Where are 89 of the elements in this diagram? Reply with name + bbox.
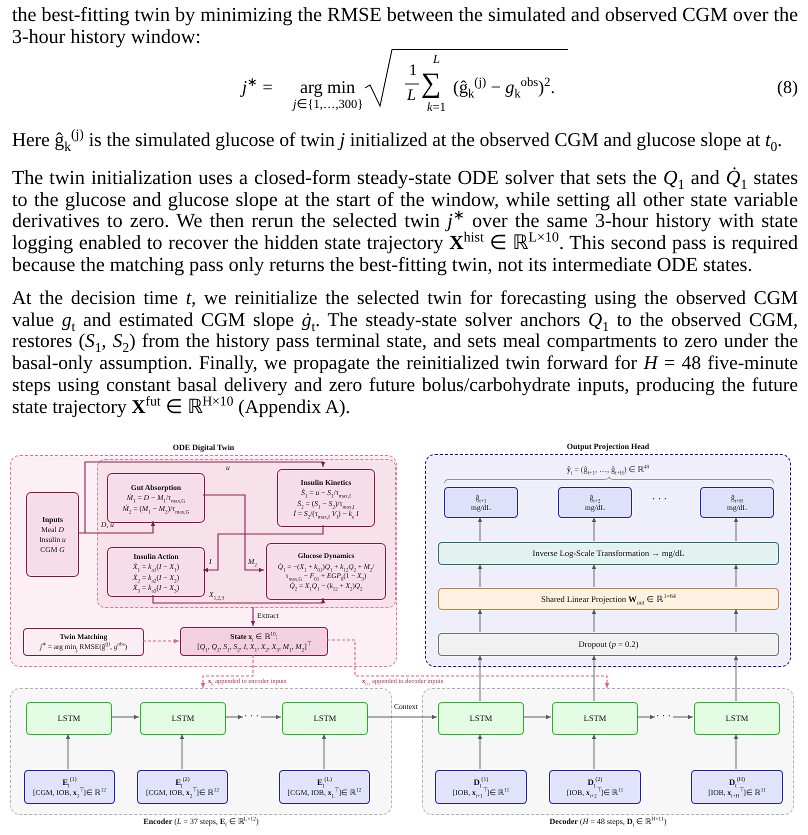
dashed-arrow bbox=[327, 639, 610, 688]
arrow bbox=[478, 516, 482, 542]
arrow bbox=[260, 714, 282, 720]
output-box bbox=[444, 487, 518, 518]
lstm-box bbox=[26, 702, 112, 735]
ellipsis: · · · bbox=[656, 712, 671, 722]
projection-bar bbox=[438, 588, 779, 610]
model-box bbox=[277, 469, 375, 527]
group-title: Decoder (H = 48 steps, D$_{t}$ ∈ ℝ$^{H×11}$) bbox=[550, 818, 666, 826]
arrow bbox=[478, 734, 482, 770]
arrow bbox=[478, 654, 482, 702]
paragraph: At the decision time t, we reinitialize the selected twin for forecasting using the observed CGM value g$_{t}$ and estimated CGM slope ġ$_{t}$. The steady-state solver anchors Q$_{1}$ to the observed CGM, restores (S$_{1}$, S$_{2}$) from the history pass terminal state, and sets meal compartments to zero under the basal-only assumption. Finally, we propagate the reinitialized twin forward for H = 48 five-minute steps using constant basal delivery and zero future bolus/carbohydrate inputs, producing the future state trajectory X$^{fut}$ ∈ ℝ$^{H×10}$ (Appendix A). bbox=[12, 288, 798, 418]
arrow bbox=[203, 525, 324, 572]
lstm-box bbox=[694, 702, 780, 735]
arrow bbox=[592, 734, 596, 770]
arrow bbox=[734, 654, 738, 702]
fraction-numerator: 1 bbox=[409, 63, 417, 79]
dropout-bar bbox=[438, 633, 779, 656]
box-label: LSTM bbox=[470, 713, 492, 724]
arrow bbox=[366, 714, 438, 720]
input-vector-box bbox=[549, 770, 641, 804]
arrow bbox=[734, 608, 738, 632]
output-box bbox=[558, 487, 632, 518]
matching-box bbox=[23, 628, 144, 656]
bar-label: Dropout (p = 0.2) bbox=[578, 639, 639, 650]
arrow bbox=[734, 516, 738, 542]
arrow bbox=[322, 734, 326, 770]
arrow bbox=[522, 714, 552, 720]
dashed-subgroup-frame bbox=[97, 459, 396, 608]
ellipsis: · · · bbox=[244, 712, 259, 722]
box-label: LSTM bbox=[584, 713, 606, 724]
input-vector-box bbox=[435, 770, 527, 804]
bar-label: Inverse Log-Scale Transformation → mg/dL bbox=[532, 548, 685, 559]
operator-name: arg min bbox=[300, 78, 356, 96]
lstm-box bbox=[552, 702, 638, 735]
group-title: ODE Digital Twin bbox=[172, 444, 234, 452]
model-box bbox=[107, 547, 205, 597]
paragraph: the best-fitting twin by minimizing the RMSE between the simulated and observed CGM over the 3-hour history window: bbox=[12, 5, 798, 48]
sum-lower-limit: k=1 bbox=[427, 101, 446, 114]
arrow bbox=[672, 714, 694, 720]
lstm-box bbox=[140, 702, 226, 735]
fraction-denominator: L bbox=[407, 88, 416, 104]
lstm-box bbox=[282, 702, 368, 735]
equation-number: (8) bbox=[777, 78, 798, 96]
output-box bbox=[700, 487, 774, 518]
arrow bbox=[478, 608, 482, 632]
input-vector-box bbox=[691, 770, 783, 804]
group-title: Encoder (L = 37 steps, E$_{t}$ ∈ ℝ$^{L×12}$) bbox=[143, 818, 259, 826]
input-vector-box bbox=[279, 770, 370, 804]
arrow bbox=[592, 564, 596, 588]
arrow bbox=[203, 494, 264, 572]
dashed-arrow bbox=[200, 655, 254, 688]
arrow bbox=[224, 714, 244, 720]
bar-label: Shared Linear Projection W$_{out}$ ∈ ℝ$^{1×64}$ bbox=[541, 594, 676, 604]
arrow bbox=[734, 564, 738, 588]
operator-subscript: j∈{1,…,300} bbox=[293, 98, 364, 110]
arrow bbox=[734, 734, 738, 770]
output-vector-label: ŷ$_{t}$ = (ĝ$_{t+1}$, …, ĝ$_{t+H}$) ∈ ℝ$^{48}$ bbox=[566, 466, 650, 474]
input-vector-box bbox=[24, 770, 115, 804]
ellipsis: · · · bbox=[652, 495, 667, 505]
transform-bar bbox=[438, 542, 779, 565]
box-label: LSTM bbox=[726, 713, 748, 724]
arrow bbox=[152, 595, 326, 604]
model-box bbox=[107, 473, 205, 523]
equation-term: (ĝ$_{k}$$^{(j)}$ − g$_{k}$$^{obs}$)$^{2}$. bbox=[453, 78, 555, 96]
arrow bbox=[180, 734, 184, 770]
summation-sign: ∑ bbox=[421, 70, 441, 98]
state-box bbox=[180, 627, 328, 656]
arrow bbox=[66, 734, 70, 770]
paragraph: Here ĝ$_{k}$$^{(j)}$ is the simulated glucose of twin j initialized at the observed CGM and glucose slope at t$_{0}$. bbox=[12, 130, 784, 152]
equation-term: j$^{∗}$ = bbox=[242, 78, 273, 96]
box-label: LSTM bbox=[172, 713, 194, 724]
arrow bbox=[250, 607, 256, 626]
paragraph: The twin initialization uses a closed-form steady-state ODE solver that sets the Q$_{1}$ and Q̇$_{1}$ states to the glucose and glucose slope at the start of the window, while setting all other state variable derivatives to zero. We then rerun the selected twin j$^{∗}$ over the same 3-hour history with state logging enabled to recover the hidden state trajectory X$^{hist}$ ∈ ℝ$^{L×10}$. This second pass is required because the matching pass only returns the best-fitting twin, not its intermediate ODE states. bbox=[12, 168, 798, 277]
dashed-arrow bbox=[143, 638, 179, 644]
box-label: LSTM bbox=[314, 713, 336, 724]
arrow bbox=[592, 608, 596, 632]
input-vector-box bbox=[137, 770, 228, 804]
sum-upper-limit: L bbox=[433, 53, 440, 66]
arrow bbox=[636, 714, 656, 720]
arrow bbox=[110, 714, 140, 720]
arrow bbox=[592, 516, 596, 542]
lstm-box bbox=[438, 702, 524, 735]
arrow bbox=[478, 564, 482, 588]
box-label: LSTM bbox=[58, 713, 80, 724]
arrow bbox=[592, 654, 596, 702]
group-title: Output Projection Head bbox=[566, 443, 650, 451]
input-box bbox=[26, 492, 79, 577]
model-box bbox=[266, 543, 386, 600]
